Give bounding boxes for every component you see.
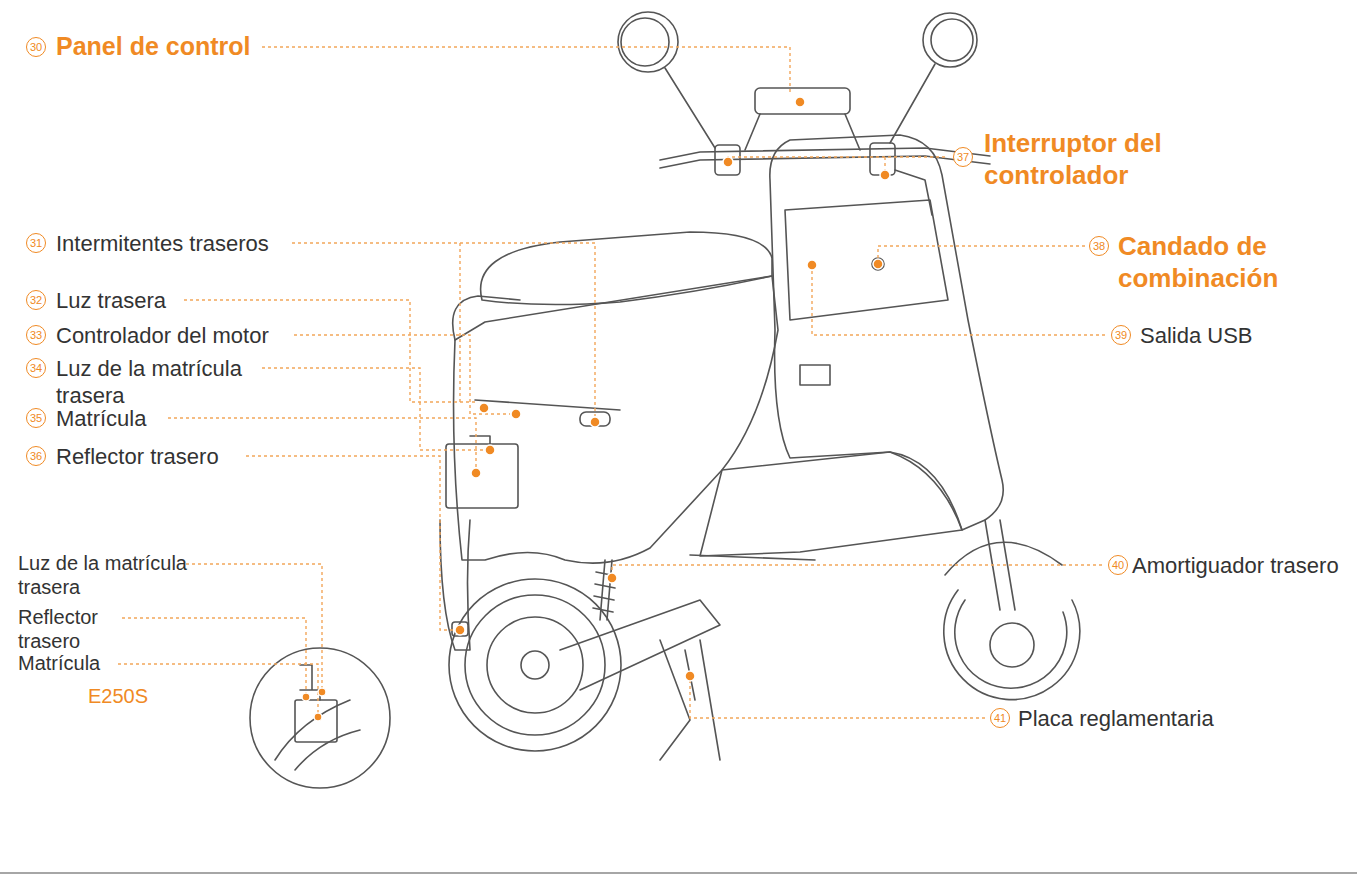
part-label: Luz de la matrícula trasera <box>18 551 193 599</box>
model-label: E250S <box>88 684 148 708</box>
bottom-rule <box>0 872 1357 874</box>
part-label: Reflector trasero <box>18 605 118 653</box>
part-label: Salida USB <box>1140 322 1253 349</box>
callout-number: 30 <box>26 37 46 57</box>
part-label: Matrícula <box>18 651 100 675</box>
callout-number: 32 <box>26 290 46 310</box>
part-label: Amortiguador trasero <box>1132 552 1339 579</box>
callout-number: 33 <box>26 325 46 345</box>
callout-number: 34 <box>26 358 46 378</box>
callout-number: 41 <box>990 708 1010 728</box>
part-label: Controlador del motor <box>56 322 269 349</box>
callout-number: 39 <box>1111 325 1131 345</box>
callout-number: 35 <box>26 408 46 428</box>
part-label: Placa reglamentaria <box>1018 705 1214 732</box>
part-label: Candado de combinación <box>1118 230 1308 294</box>
part-label: Panel de control <box>56 31 250 62</box>
part-label: Luz de la matrícula trasera <box>56 355 261 409</box>
callout-number: 31 <box>26 233 46 253</box>
part-label: Intermitentes traseros <box>56 230 269 257</box>
part-label: Reflector trasero <box>56 443 219 470</box>
part-label: Matrícula <box>56 405 146 432</box>
callout-number: 40 <box>1108 555 1128 575</box>
part-label: Interruptor del controlador <box>984 127 1194 191</box>
part-label: Luz trasera <box>56 287 166 314</box>
callout-number: 38 <box>1089 236 1109 256</box>
callout-number: 37 <box>953 147 973 167</box>
callout-number: 36 <box>26 446 46 466</box>
leader-lines <box>118 47 1105 718</box>
callout-dots <box>302 97 890 721</box>
